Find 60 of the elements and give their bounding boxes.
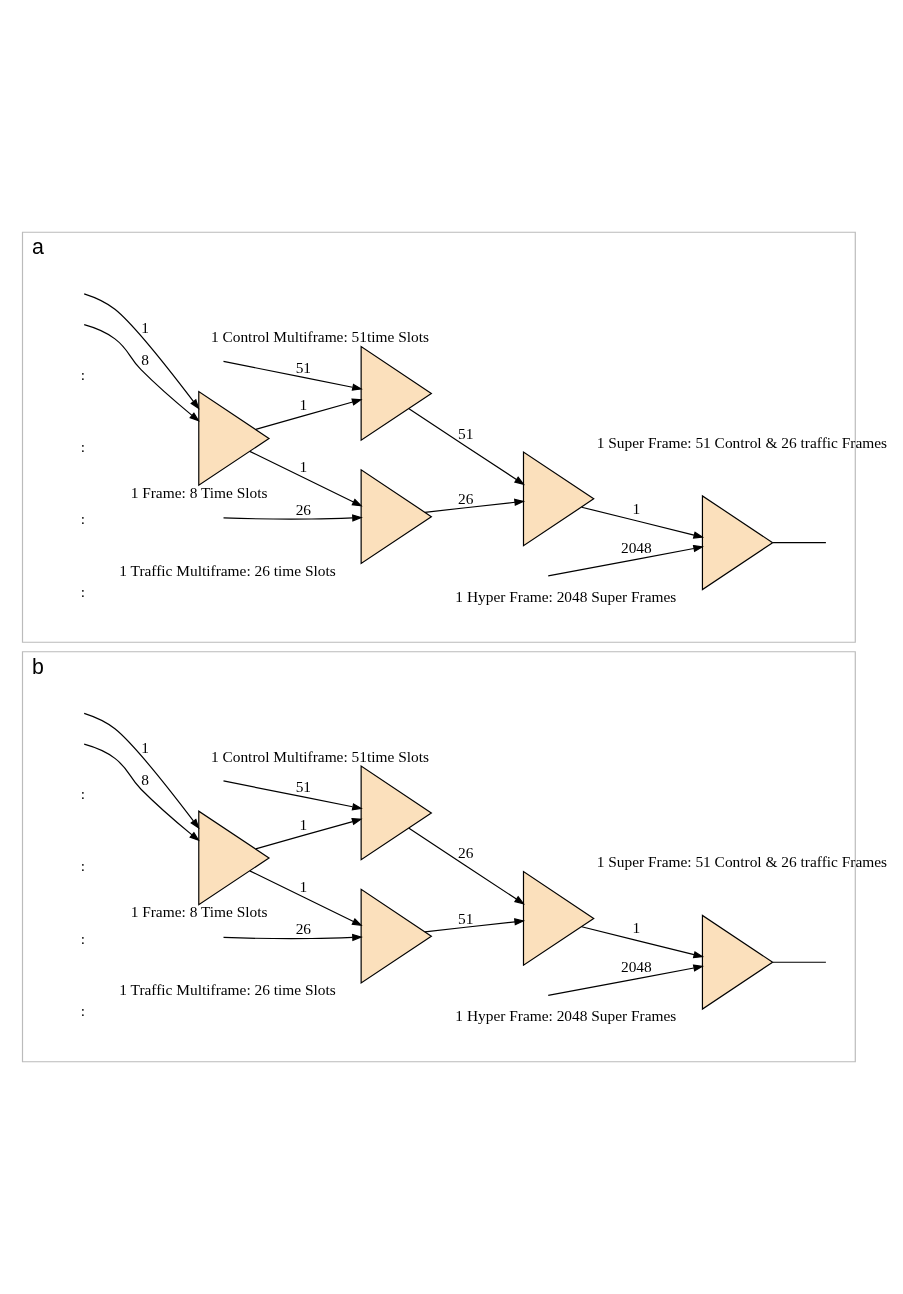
edge-label: 1 (632, 499, 641, 517)
arrow (83, 293, 200, 410)
arrow (581, 506, 705, 539)
edge-label: 2048 (620, 958, 652, 976)
edge-label: 2048 (620, 538, 652, 556)
label: : (80, 929, 86, 947)
arrow (249, 870, 363, 927)
edge-label: 1 (141, 738, 150, 756)
label: : (80, 510, 86, 528)
arrow (581, 926, 705, 959)
node-label: 1 Hyper Frame: 2048 Super Frames (455, 587, 677, 605)
arrow (547, 544, 704, 577)
arrow (255, 398, 363, 430)
edge-label: 51 (458, 424, 474, 442)
arrow (222, 360, 363, 391)
node-label: 1 Control Multiframe: 51time Slots (210, 747, 429, 765)
arrow (222, 933, 363, 942)
arrow (83, 712, 200, 830)
edge-label: 1 (299, 815, 308, 833)
edge-label: 1 (299, 877, 308, 895)
arrow (83, 324, 200, 422)
node-label: 1 Control Multiframe: 51time Slots (210, 328, 429, 346)
connector (772, 961, 827, 963)
arrow (408, 827, 525, 905)
edge-label: 1 (299, 458, 308, 476)
edge-label: 8 (141, 770, 150, 788)
edge-label: 1 (632, 919, 641, 937)
connector (772, 542, 827, 544)
arrow (83, 743, 200, 842)
edge-label: 26 (458, 844, 474, 862)
edge-label: 8 (141, 351, 150, 369)
label: : (80, 365, 86, 383)
arrow (255, 818, 363, 850)
node-label: 1 Frame: 8 Time Slots (130, 483, 268, 501)
node-label: 1 Frame: 8 Time Slots (130, 903, 268, 921)
arrow (424, 918, 526, 933)
label: : (80, 437, 86, 455)
node-label: 1 Super Frame: 51 Control & 26 traffic Frames (596, 853, 888, 871)
arrow (249, 450, 363, 507)
label: : (80, 1002, 86, 1020)
arrow (408, 408, 525, 486)
arrow (222, 780, 363, 811)
arrow (547, 964, 704, 996)
label: : (80, 857, 86, 875)
edge-label: 51 (295, 358, 312, 376)
label: : (80, 582, 86, 600)
edge-label: 26 (295, 920, 312, 938)
edge-label: 51 (458, 909, 474, 927)
label: : (80, 785, 86, 803)
arrow (222, 514, 363, 522)
node-label: 1 Hyper Frame: 2048 Super Frames (455, 1007, 677, 1025)
node-label: 1 Traffic Multiframe: 26 time Slots (119, 561, 336, 579)
arrow (424, 498, 526, 513)
edge-label: 1 (299, 396, 308, 414)
edge-label: 1 (141, 319, 150, 337)
node-label: 1 Super Frame: 51 Control & 26 traffic Frames (596, 433, 888, 451)
edge-label: 26 (295, 500, 312, 518)
edge-label: 51 (295, 778, 312, 796)
edge-label: 26 (458, 490, 474, 508)
node-label: 1 Traffic Multiframe: 26 time Slots (119, 981, 336, 999)
